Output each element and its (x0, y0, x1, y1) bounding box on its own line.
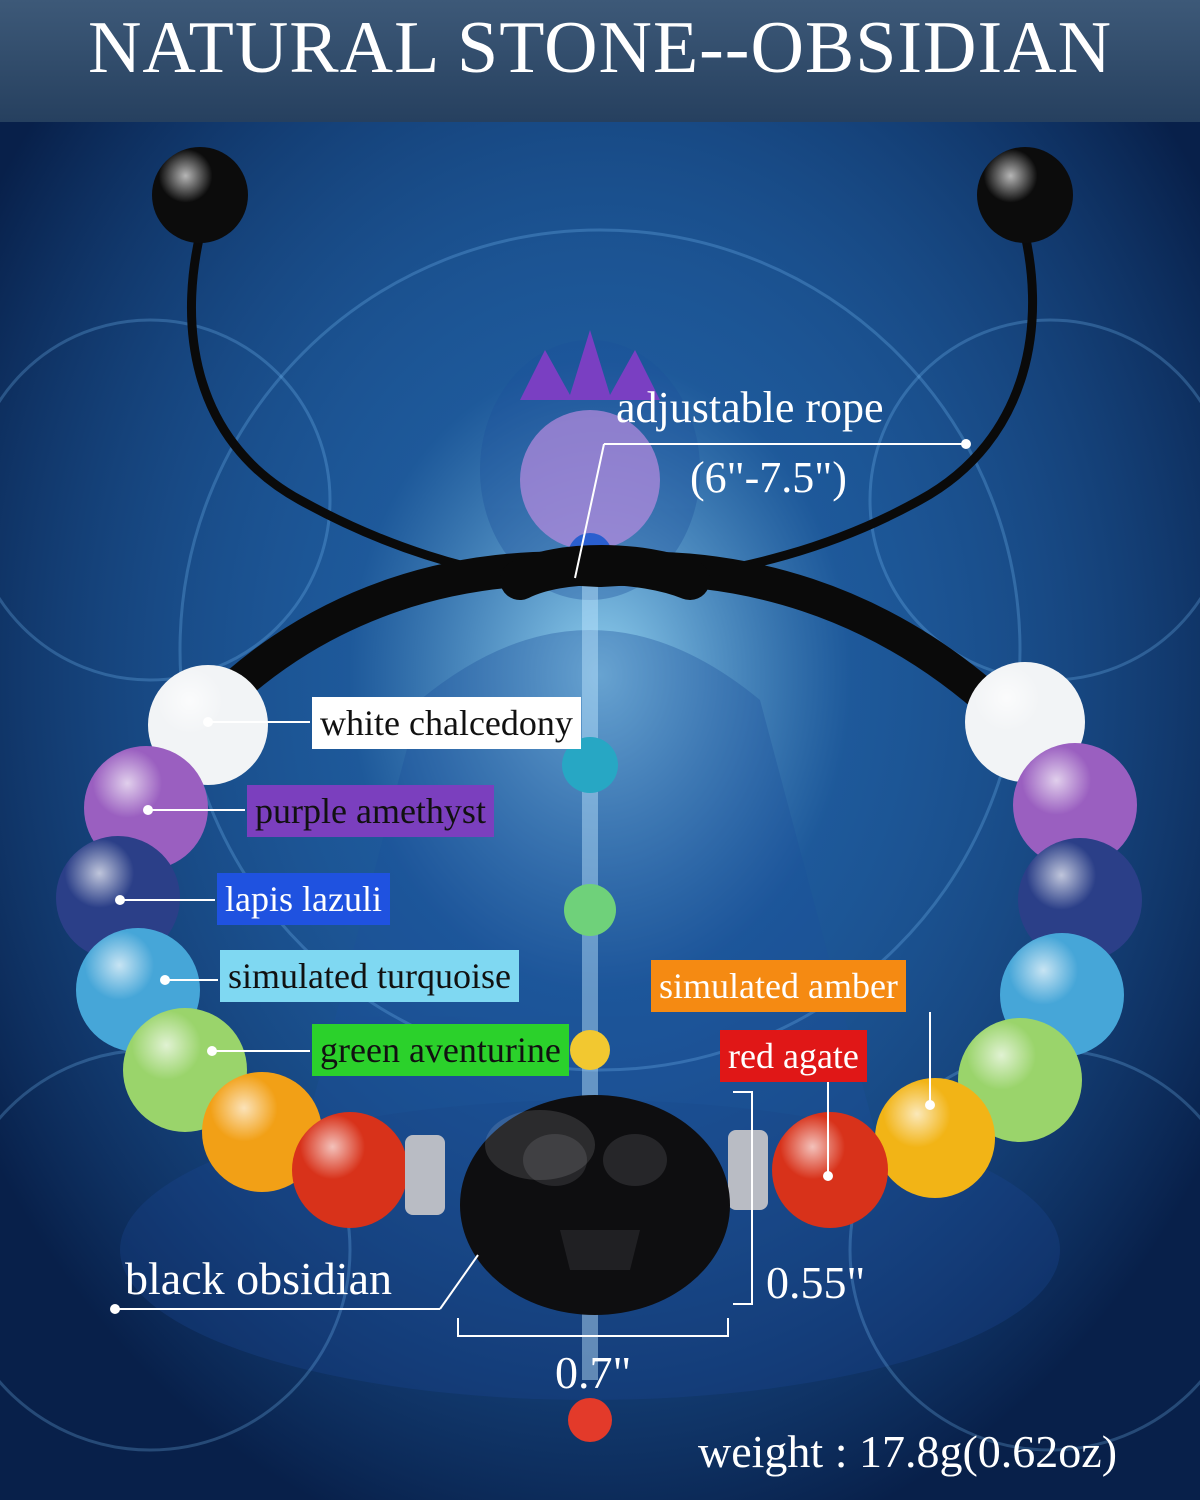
solar-plexus-chakra-icon (570, 1030, 610, 1070)
crown-lotus-icon (520, 330, 660, 400)
label-red-agate: red agate (720, 1030, 867, 1082)
heart-chakra-icon (564, 884, 616, 936)
black-obsidian-skull (460, 1095, 730, 1315)
label-lapis-lazuli: lapis lazuli (217, 873, 390, 925)
title-band (0, 0, 1200, 122)
dimension-width: 0.7" (555, 1347, 632, 1398)
dimension-height: 0.55" (766, 1257, 866, 1308)
page-title: NATURAL STONE--OBSIDIAN (87, 7, 1113, 89)
rope-size-range: (6"-7.5") (690, 453, 847, 502)
stone-label-text: green aventurine (320, 1030, 561, 1070)
stone-label-text: purple amethyst (255, 791, 486, 831)
label-white-chalcedony: white chalcedony (312, 697, 581, 749)
root-chakra-icon (568, 1398, 612, 1442)
label-simulated-turquoise: simulated turquoise (220, 950, 519, 1002)
throat-chakra-icon (562, 737, 618, 793)
stone-label-text: red agate (728, 1036, 859, 1076)
weight-text: weight : 17.8g(0.62oz) (698, 1426, 1118, 1477)
label-green-aventurine: green aventurine (312, 1024, 569, 1076)
label-black-obsidian: black obsidian (125, 1253, 392, 1304)
silver-spacer-right (728, 1130, 768, 1210)
label-simulated-amber: simulated amber (651, 960, 906, 1012)
stone-label-text: simulated amber (659, 966, 898, 1006)
silver-spacer-left (405, 1135, 445, 1215)
leader-lines (110, 439, 971, 1337)
rope-label: adjustable rope (616, 383, 884, 432)
right-bead-strand (728, 662, 1142, 1228)
stone-label-text: white chalcedony (320, 703, 573, 743)
label-purple-amethyst: purple amethyst (247, 785, 494, 837)
adjustable-rope (187, 210, 1038, 727)
stone-label-text: simulated turquoise (228, 956, 511, 996)
stone-label-text: lapis lazuli (225, 879, 382, 919)
